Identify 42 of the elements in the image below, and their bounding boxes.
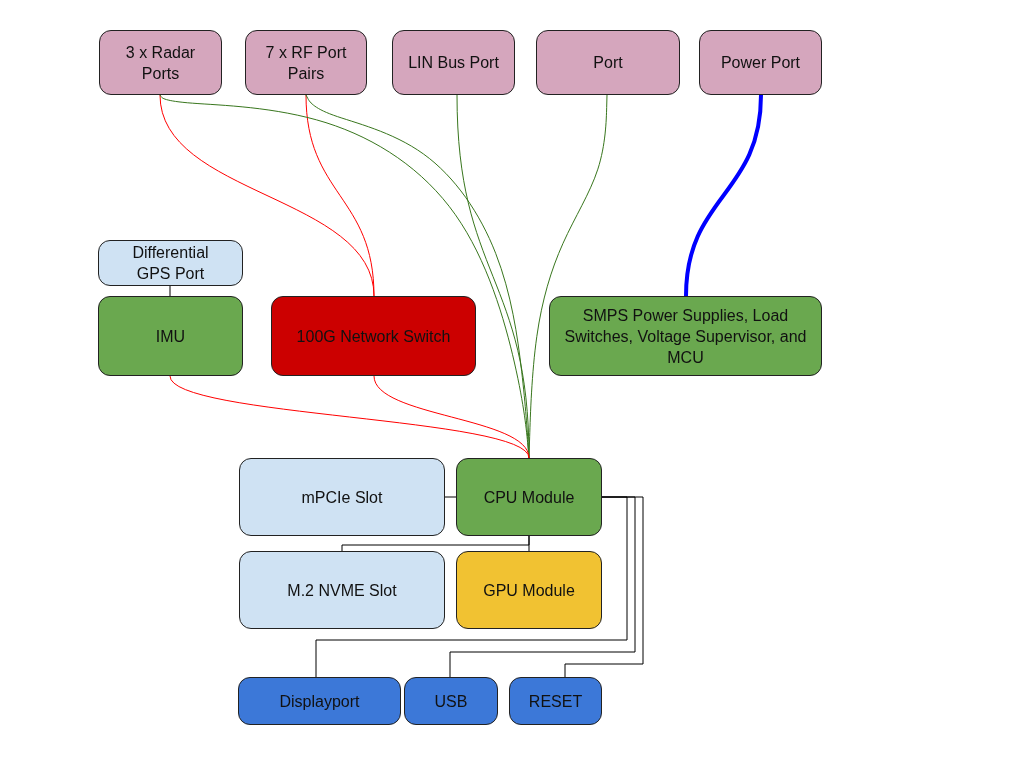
node-label: Differential GPS Port — [131, 243, 210, 284]
module-box — [456, 551, 602, 629]
port-box — [98, 240, 243, 286]
node-label: 7 x RF Port Pairs — [264, 42, 348, 84]
connector-line — [684, 94, 763, 297]
connector-line — [444, 496, 457, 498]
node-label: RESET — [527, 691, 584, 712]
node-label: 3 x Radar Ports — [124, 42, 197, 84]
node-label: Displayport — [278, 691, 361, 712]
connector-line — [373, 375, 530, 459]
node-label: CPU Module — [482, 487, 576, 508]
port-box — [238, 677, 401, 725]
module-box — [98, 296, 243, 376]
port-box — [392, 30, 515, 95]
node-label: GPU Module — [482, 580, 576, 601]
node-label: SMPS Power Supplies, Load Switches, Voltage Supervisor, and MCU — [563, 305, 808, 368]
port-box — [536, 30, 680, 95]
port-box — [699, 30, 822, 95]
node-label: USB — [433, 691, 469, 712]
connector-line — [528, 535, 530, 552]
module-box — [549, 296, 822, 376]
node-label: M.2 NVME Slot — [286, 580, 398, 601]
connector-line — [449, 496, 636, 678]
slot-box — [239, 551, 445, 629]
port-box — [404, 677, 498, 725]
port-box — [99, 30, 222, 95]
node-label: Power Port — [719, 53, 802, 73]
node-label: 100G Network Switch — [295, 326, 452, 347]
node-label: mPCIe Slot — [300, 487, 384, 508]
connector-line — [528, 94, 608, 459]
slot-box — [239, 458, 445, 536]
module-box — [271, 296, 476, 376]
port-box — [509, 677, 602, 725]
connector-line — [169, 285, 171, 297]
connector-line — [305, 94, 375, 297]
connector-line — [315, 496, 628, 678]
module-box — [456, 458, 602, 536]
node-label: IMU — [154, 326, 187, 347]
port-box — [245, 30, 367, 95]
connector-line — [564, 496, 644, 678]
node-label: LIN Bus Port — [407, 53, 500, 73]
node-label: Port — [592, 53, 624, 73]
